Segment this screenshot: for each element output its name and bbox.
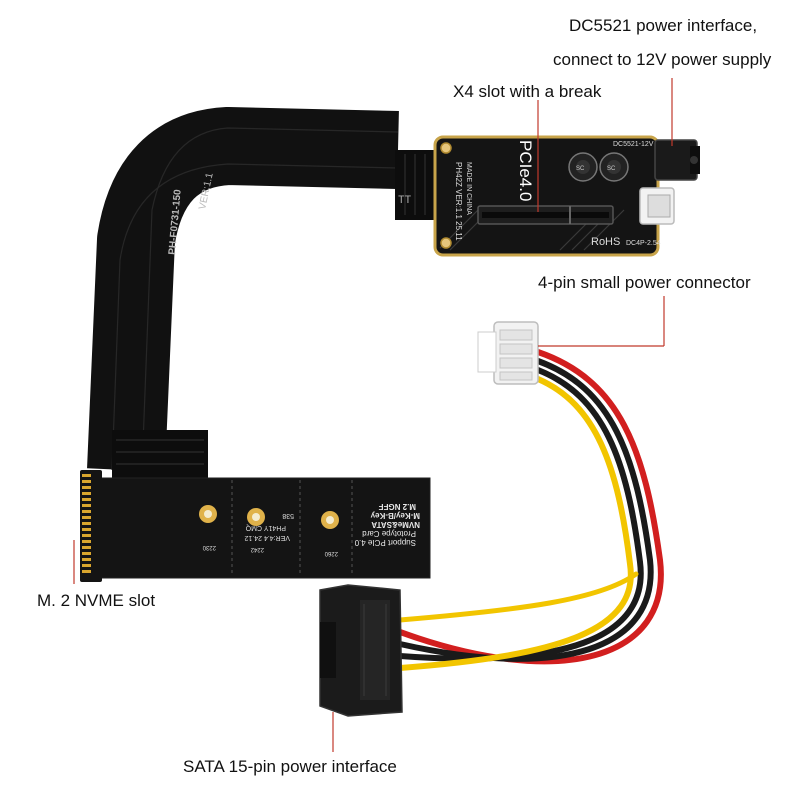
riser-4pin-header [639, 187, 675, 225]
ribbon-cable: PH-F0731-150 VER:1.1 TT [87, 107, 447, 480]
four-pin-power-plug [477, 321, 539, 385]
mounting-hole [440, 142, 452, 154]
capacitor: SC [568, 152, 598, 182]
pcie-riser-board: PH42Z VER:1.1 25.11 MADE IN CHINA PCIe4.… [433, 135, 700, 257]
svg-text:SC: SC [576, 166, 585, 172]
dc5521-jack [654, 139, 700, 181]
dc5521-label-line2: connect to 12V power supply [553, 50, 772, 69]
power-cable-wires [397, 349, 664, 671]
m2-adapter-board: M.2 NGFF M-Key/B-Key NVMe&SATA Prototype… [80, 470, 431, 582]
m2-text-line1: M.2 NGFF [379, 502, 416, 511]
m2-text-line4: Prototype Card [362, 529, 416, 538]
sata-15pin-connector [319, 584, 403, 717]
m2-2230-text: 2230 [202, 544, 216, 550]
made-in-text: MADE IN CHINA [465, 162, 472, 215]
m2-ver-text: VER:4.4 24.12 [244, 534, 290, 541]
m2-gold-fingers [80, 470, 102, 582]
m2-text-line3: NVMe&SATA [371, 520, 420, 529]
capacitor: SC [599, 152, 629, 182]
m2-model-text: PH41Y CMQ [245, 524, 286, 531]
m2-slot-label: M. 2 NVME slot [37, 591, 156, 610]
m2-538-text: 538 [282, 512, 294, 519]
svg-text:SC: SC [607, 166, 616, 172]
dc5521-label-line1: DC5521 power interface, [569, 16, 758, 35]
cable-tt-text: TT [398, 195, 412, 207]
sata-label: SATA 15-pin power interface [183, 757, 397, 776]
four-pin-label: 4-pin small power connector [538, 273, 751, 292]
x4-slot-label: X4 slot with a break [453, 82, 602, 101]
m2-text-line5: Support PCIe 4.0 [354, 538, 416, 547]
m2-2242-text: 2242 [250, 546, 264, 552]
pcb-model-text: PH42Z VER:1.1 25.11 [454, 162, 463, 241]
m2-text-line2: M-Key/B-Key [370, 511, 420, 520]
mounting-hole [440, 237, 452, 249]
rohs-text: RoHS [591, 236, 620, 248]
m2-2260-text: 2260 [324, 550, 338, 556]
pcie-big-text: PCIe4.0 [516, 140, 535, 201]
dc4p-mark-text: DC4P-2.54 [626, 240, 661, 247]
leader-lines [73, 78, 673, 752]
dc-mark-text: DC5521-12V [613, 141, 654, 148]
